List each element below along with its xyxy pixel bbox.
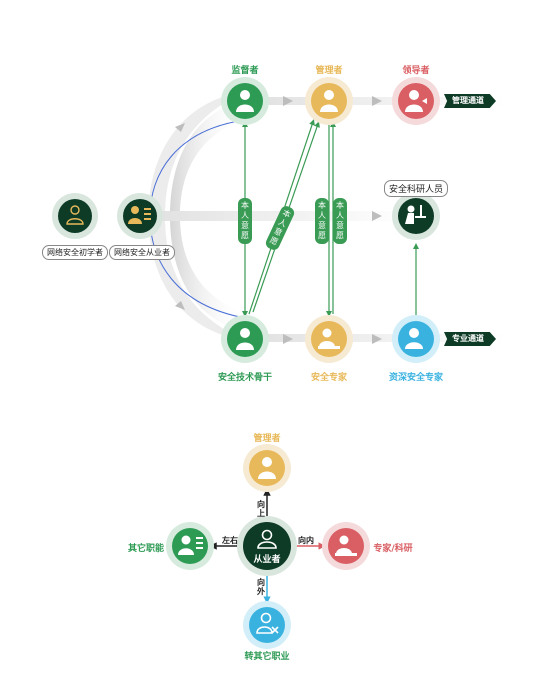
person-headset-icon bbox=[236, 328, 254, 350]
professional-track-tag: 专业通道 bbox=[444, 332, 496, 346]
person-x-icon bbox=[256, 612, 279, 634]
direction-up-label: 向上 bbox=[257, 500, 265, 518]
person-desk-icon bbox=[335, 535, 357, 556]
tech-backbone-node bbox=[221, 315, 269, 363]
person-suit-icon bbox=[236, 90, 254, 112]
senior-expert-node bbox=[392, 315, 440, 363]
center-practitioner-label: 从业者 bbox=[253, 555, 281, 565]
practitioner-center-node bbox=[237, 516, 297, 576]
expert-node bbox=[305, 315, 353, 363]
senior-expert-label: 资深安全专家 bbox=[388, 373, 444, 383]
supervisor-label: 监督者 bbox=[231, 66, 259, 76]
willingness-pill-1: 本人意愿 bbox=[238, 198, 252, 244]
right-expert-research-label: 专家/科研 bbox=[373, 544, 413, 554]
down-change-career-node bbox=[243, 601, 291, 649]
down-change-career-label: 转其它职业 bbox=[244, 652, 290, 662]
tech-backbone-label: 安全技术骨干 bbox=[217, 373, 273, 383]
practitioner-node bbox=[117, 193, 163, 239]
willingness-pill-4: 本人意愿 bbox=[333, 198, 347, 244]
manager-node bbox=[305, 77, 353, 125]
beginner-label: 网络安全初学者 bbox=[42, 245, 108, 260]
direction-right-label: 向内 bbox=[298, 536, 314, 545]
leader-label: 领导者 bbox=[402, 66, 430, 76]
beginner-node bbox=[52, 193, 98, 239]
left-other-function-node bbox=[166, 522, 214, 570]
management-track-tag: 管理通道 bbox=[444, 94, 496, 108]
left-other-function-label: 其它职能 bbox=[127, 544, 165, 554]
direction-down-label: 向外 bbox=[257, 578, 265, 596]
person-laptop-icon bbox=[405, 328, 423, 349]
manager-label: 管理者 bbox=[315, 66, 343, 76]
person-desk-icon bbox=[405, 205, 426, 224]
person-outline-icon bbox=[257, 529, 277, 549]
flow-chevrons bbox=[175, 96, 382, 344]
person-list-icon bbox=[178, 535, 203, 555]
person-tie-icon bbox=[258, 457, 276, 479]
person-list-icon bbox=[128, 206, 151, 224]
researcher-node bbox=[392, 192, 440, 240]
person-outline-icon bbox=[66, 205, 84, 225]
practitioner-label: 网络安全从业者 bbox=[109, 245, 175, 260]
person-podium-icon bbox=[405, 90, 427, 112]
expert-label: 安全专家 bbox=[310, 373, 348, 383]
willingness-pill-3: 本人意愿 bbox=[315, 198, 329, 244]
up-manager-node bbox=[243, 444, 291, 492]
direction-left-label: 左右 bbox=[222, 536, 238, 545]
person-desk-icon bbox=[318, 328, 340, 349]
bottom-connectors bbox=[209, 488, 326, 604]
right-expert-research-node bbox=[322, 522, 370, 570]
researcher-label: 安全科研人员 bbox=[383, 180, 449, 197]
supervisor-node bbox=[221, 77, 269, 125]
person-tie-icon bbox=[320, 90, 338, 112]
up-manager-label: 管理者 bbox=[253, 434, 281, 444]
leader-node bbox=[392, 77, 440, 125]
